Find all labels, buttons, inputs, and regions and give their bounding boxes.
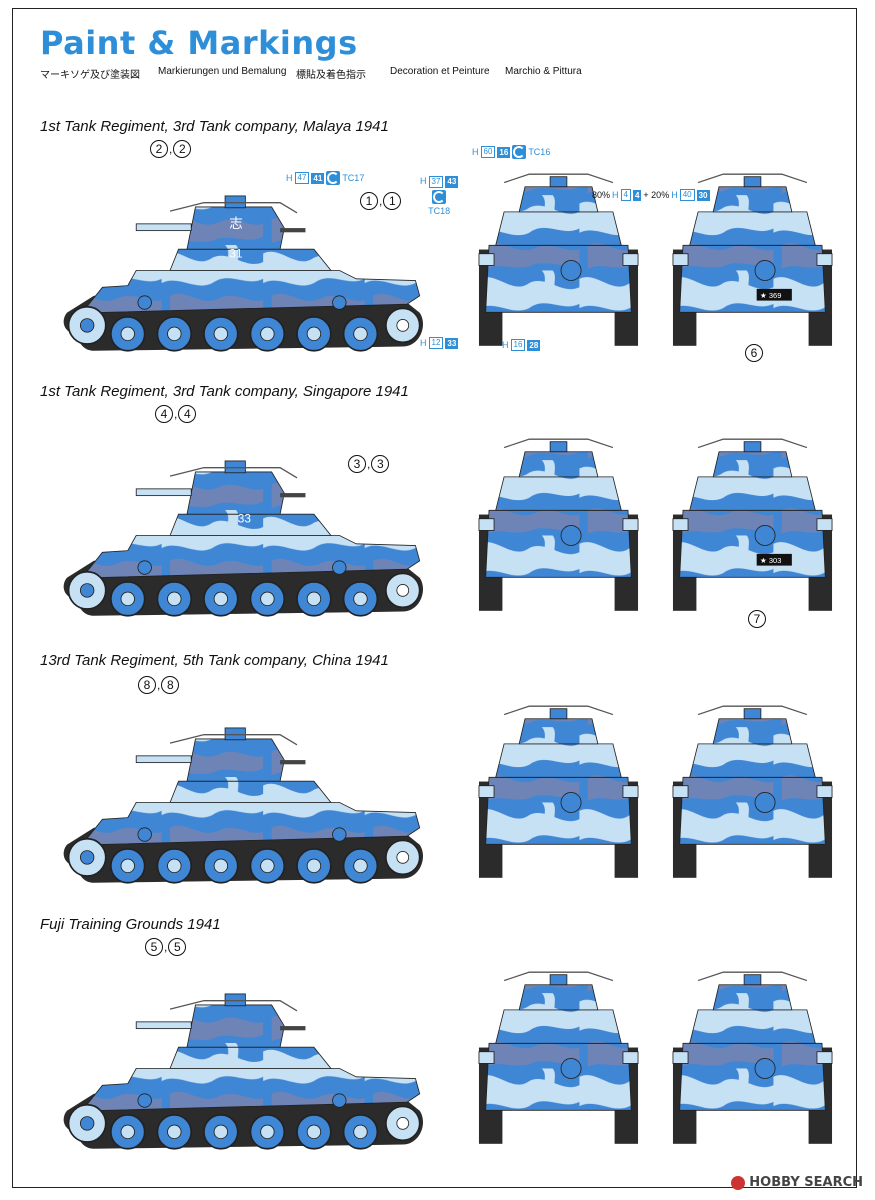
emblem-icon: [326, 171, 341, 185]
section-title-china: 13rd Tank Regiment, 5th Tank company, Ch…: [40, 652, 389, 669]
tank-side-view-malaya: 志 31: [62, 195, 424, 352]
callout-4: 4,4: [155, 405, 197, 423]
turret-marking: 志: [229, 216, 243, 232]
rear-plate: ★ 303: [760, 556, 781, 565]
lang-cn: 標貼及着色指示: [296, 70, 366, 81]
callout-8: 8,8: [138, 676, 180, 694]
page-frame: [12, 8, 857, 1188]
callout-3: 3,3: [348, 455, 390, 473]
emblem-icon: [432, 190, 447, 204]
hull-number: 31: [229, 247, 242, 261]
callout-5: 5,5: [145, 938, 187, 956]
emblem-icon: [512, 145, 527, 159]
tank-front-view-singapore: [478, 438, 639, 612]
callout-2: 2,2: [150, 140, 192, 158]
hull-number: 33: [238, 512, 252, 526]
tank-rear-view-china: [672, 705, 833, 879]
tank-front-view-fuji: [478, 971, 639, 1145]
tank-side-view-singapore: 33: [62, 460, 424, 617]
lang-it: Marchio & Pittura: [505, 66, 582, 77]
lang-fr: Decoration et Peinture: [390, 66, 490, 77]
tank-front-view-china: [478, 705, 639, 879]
section-title-fuji: Fuji Training Grounds 1941: [40, 916, 221, 933]
callout-1: 1,1: [360, 192, 402, 210]
tank-rear-view-malaya: ★ 369: [672, 173, 833, 347]
watermark: HOBBY SEARCH: [731, 1175, 863, 1190]
callout-7: 7: [748, 610, 766, 628]
tank-rear-view-singapore: ★ 303: [672, 438, 833, 612]
tank-rear-view-fuji: [672, 971, 833, 1145]
tank-side-view-fuji: [62, 993, 424, 1150]
lang-de: Markierungen und Bemalung: [158, 66, 287, 77]
rear-plate: ★ 369: [760, 291, 781, 300]
section-title-malaya: 1st Tank Regiment, 3rd Tank company, Mal…: [40, 118, 389, 135]
lang-jp: マーキソゲ及び塗装図: [40, 70, 140, 81]
section-title-singapore: 1st Tank Regiment, 3rd Tank company, Sin…: [40, 383, 409, 400]
hobby-search-logo-icon: [731, 1175, 746, 1190]
page-title: Paint & Markings: [40, 24, 358, 62]
tank-side-view-china: [62, 727, 424, 884]
callout-6: 6: [745, 344, 763, 362]
